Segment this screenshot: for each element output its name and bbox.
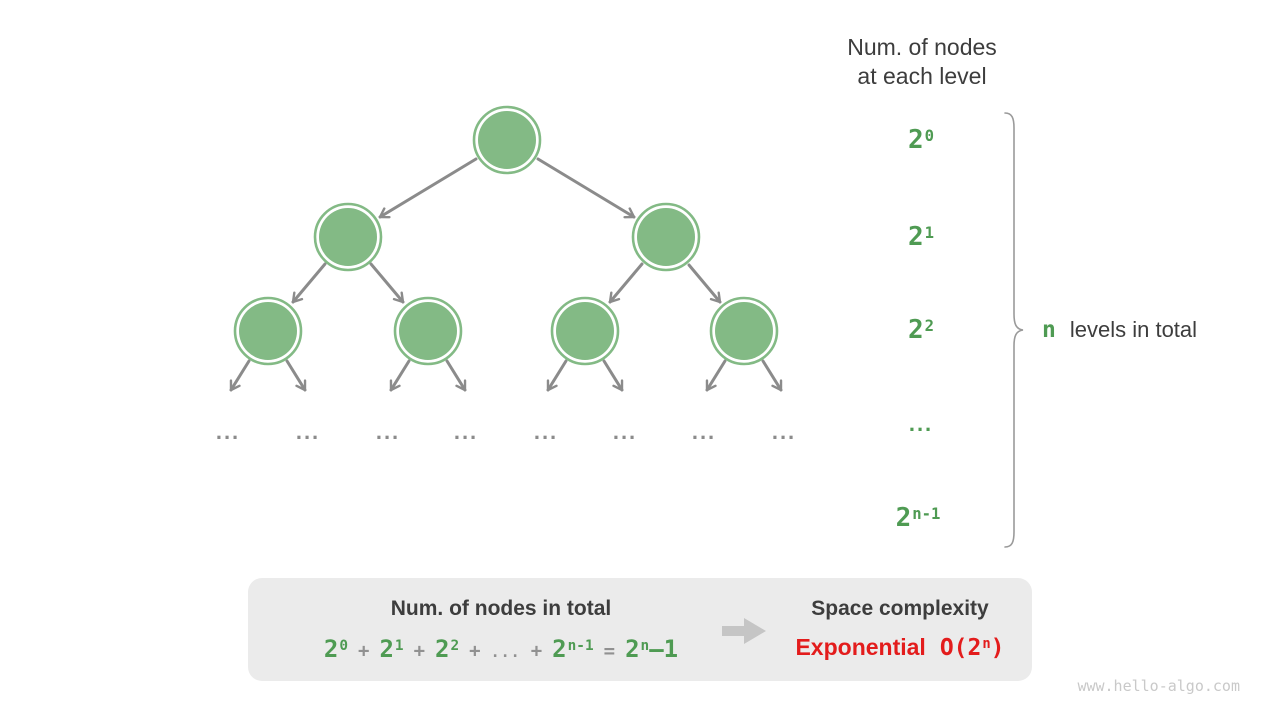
power-exponent: n-1 <box>567 638 594 655</box>
power-base: 2 <box>323 635 339 663</box>
level-label-2^n-1: 2n-1 <box>896 504 941 535</box>
edge-root-right <box>536 157 636 219</box>
complexity-big-o: O(2n) <box>940 635 1005 661</box>
edge-leaf <box>705 359 727 392</box>
formula-ellipsis: ... <box>490 643 521 661</box>
edge-leaf <box>389 359 411 392</box>
tree-node <box>313 202 383 272</box>
tree-nodes <box>233 105 779 366</box>
plus-operator: + <box>358 640 370 662</box>
leaf-ellipsis: ... <box>691 419 717 444</box>
leaf-ellipsis: ... <box>612 419 638 444</box>
level-label-2^1: 21 <box>908 223 934 254</box>
power-base: 2 <box>552 635 567 663</box>
tree-node <box>631 202 701 272</box>
edge-l2l-left <box>291 262 327 304</box>
leaf-ellipsis: ... <box>453 419 479 444</box>
power-base: 2 <box>435 635 450 663</box>
power-base: 2 <box>895 503 912 533</box>
leaf-ellipsis: ... <box>215 419 241 444</box>
formula-term: 22 <box>435 635 459 663</box>
plus-operator: + <box>413 640 426 662</box>
equals-operator: = <box>603 640 616 662</box>
power-base: 2 <box>907 222 924 252</box>
edge-leaf <box>229 359 251 392</box>
power-base: 2 <box>907 315 924 345</box>
power-exponent: 0 <box>924 126 935 145</box>
watermark: www.hello-algo.com <box>1077 677 1240 695</box>
power-exponent: 2 <box>450 638 460 655</box>
formula-term: 21 <box>379 635 403 663</box>
formula-total: 2n–1 <box>625 635 678 663</box>
tree-edges <box>229 157 783 392</box>
power-exponent: 1 <box>924 223 935 242</box>
plus-operator: + <box>469 640 481 662</box>
levels-brace <box>1004 112 1024 548</box>
tree-node <box>709 296 779 366</box>
leaf-ellipsis: ... <box>295 419 321 444</box>
edge-l2l-right <box>369 262 405 304</box>
total-nodes-title: Num. of nodes in total <box>390 597 612 620</box>
power-base: 2 <box>379 635 394 663</box>
edge-l2r-left <box>608 262 644 304</box>
levels-total-note: n levels in total <box>1042 317 1197 343</box>
level-label-2^2: 22 <box>908 316 934 347</box>
plus-operator: + <box>530 640 543 662</box>
power-exponent: 1 <box>394 638 404 655</box>
edge-leaf <box>285 359 307 392</box>
power-base: 2 <box>907 125 924 155</box>
power-exponent: 0 <box>339 638 349 655</box>
summary-box: Num. of nodes in total 20 + 21 + 22 + ..… <box>248 578 1032 681</box>
right-column-header: Num. of nodes at each level <box>847 33 997 91</box>
n-symbol: n <box>1042 317 1056 343</box>
space-complexity-title: Space complexity <box>811 597 989 620</box>
total-tail: –1 <box>649 635 679 663</box>
total-nodes-formula: 20 + 21 + 22 + ... + 2n-1 = 2n–1 <box>324 635 678 663</box>
tree-node-root <box>472 105 542 175</box>
edge-l2r-right <box>687 263 722 304</box>
tree-node <box>393 296 463 366</box>
formula-term: 20 <box>324 635 348 663</box>
complexity-result: Exponential O(2n) <box>795 634 1004 661</box>
tree-node <box>233 296 303 366</box>
leaf-ellipsis: ... <box>375 419 401 444</box>
power-exponent: 2 <box>924 316 935 335</box>
edge-leaf <box>761 359 783 392</box>
complexity-name: Exponential <box>795 634 926 660</box>
level-label-ellipsis: ... <box>908 411 934 436</box>
header-line-2: at each level <box>857 63 987 89</box>
level-label-2^0: 20 <box>908 126 934 157</box>
leaf-ellipsis: ... <box>771 419 797 444</box>
power-exponent: n <box>640 638 650 655</box>
big-o-pre: O(2 <box>939 635 982 661</box>
leaf-ellipsis: ... <box>533 419 559 444</box>
edge-leaf <box>445 359 467 392</box>
power-exponent: n-1 <box>912 504 941 523</box>
edge-root-left <box>378 157 478 219</box>
levels-total-text: levels in total <box>1069 317 1198 342</box>
formula-term: 2n-1 <box>552 635 593 663</box>
arrow-right-icon <box>722 618 766 644</box>
power-base: 2 <box>625 635 640 663</box>
big-o-post: ) <box>990 635 1005 661</box>
header-line-1: Num. of nodes <box>847 34 997 60</box>
big-o-exponent: n <box>982 636 991 653</box>
edge-leaf <box>602 359 624 392</box>
tree-node <box>550 296 620 366</box>
edge-leaf <box>546 359 568 392</box>
